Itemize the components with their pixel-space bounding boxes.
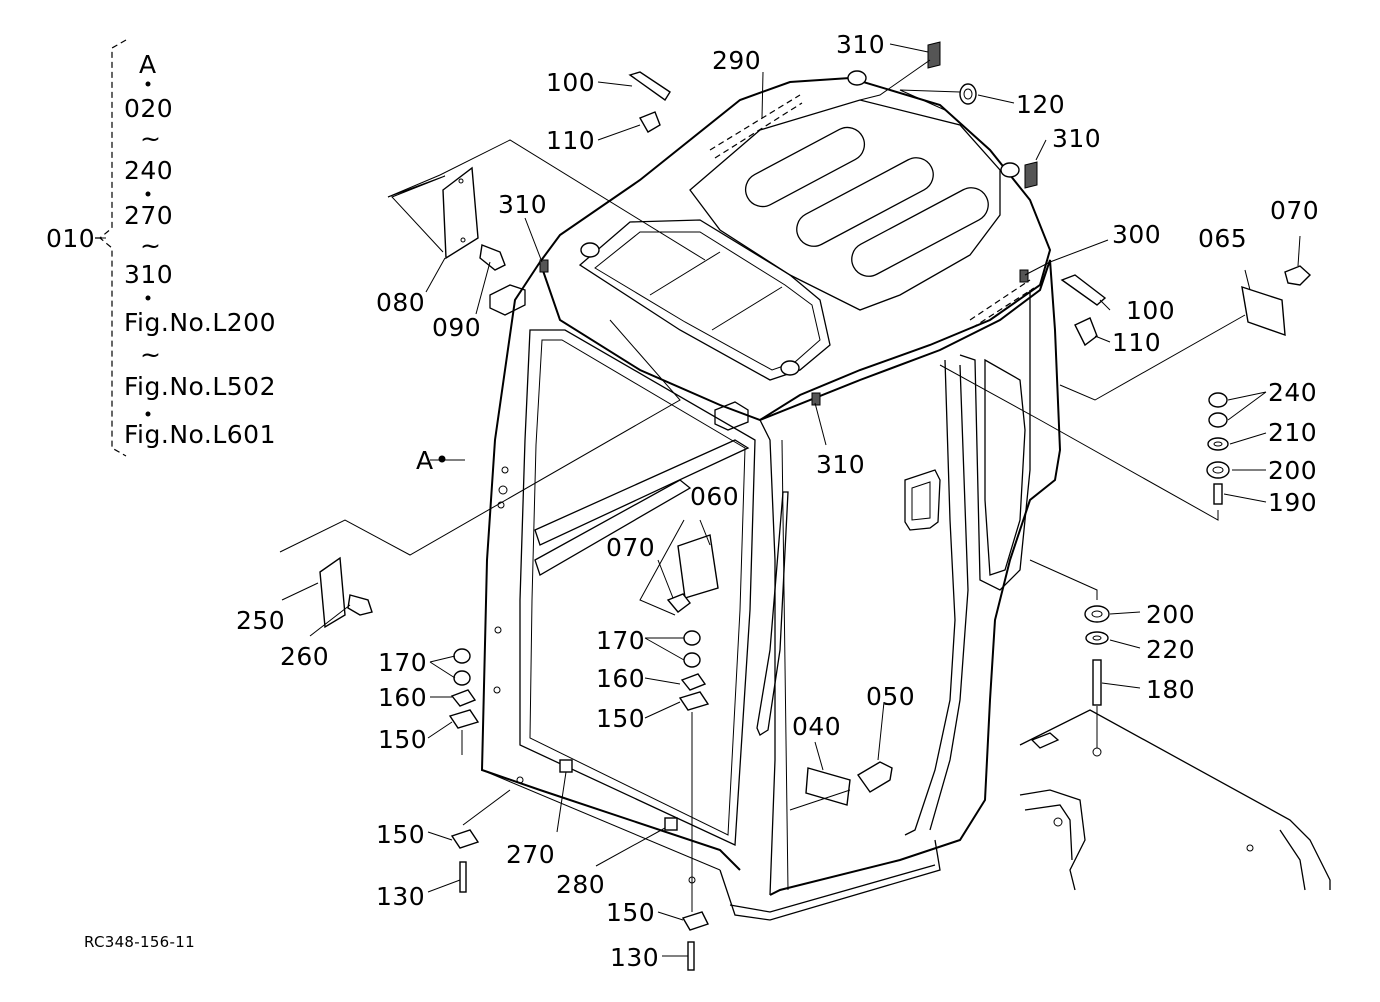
callout-040: 040 — [792, 712, 842, 741]
group-item-fig-l502: Fig.No.L502 — [124, 372, 276, 401]
callout-240: 240 — [1268, 378, 1318, 407]
callout-110-right: 110 — [1112, 328, 1162, 357]
callout-280: 280 — [556, 870, 606, 899]
cab-body — [480, 70, 1062, 921]
group-main-number: 010 — [46, 224, 96, 253]
callout-170-center: 170 — [596, 626, 646, 655]
group-item-240: 240 — [124, 156, 174, 185]
group-item-tilde-2: ~ — [140, 231, 162, 260]
drawing-code: RC348-156-11 — [84, 933, 195, 951]
callout-210: 210 — [1268, 418, 1318, 447]
callout-070-right: 070 — [1270, 196, 1320, 225]
callout-200-upper: 200 — [1268, 456, 1318, 485]
callout-310-left: 310 — [498, 190, 548, 219]
callout-180: 180 — [1146, 675, 1196, 704]
callout-120: 120 — [1016, 90, 1066, 119]
callout-100-top: 100 — [546, 68, 596, 97]
callout-250: 250 — [236, 606, 286, 635]
group-item-310: 310 — [124, 260, 174, 289]
callout-310-front: 310 — [816, 450, 866, 479]
callout-150-bottom-center: 150 — [606, 898, 656, 927]
callout-220: 220 — [1146, 635, 1196, 664]
group-item-fig-l200: Fig.No.L200 — [124, 308, 276, 337]
callout-150-left: 150 — [378, 725, 428, 754]
callout-130-center: 130 — [610, 943, 660, 972]
callout-270: 270 — [506, 840, 556, 869]
callout-080: 080 — [376, 288, 426, 317]
callout-310-right: 310 — [1052, 124, 1102, 153]
group-item-tilde-1: ~ — [140, 124, 162, 153]
callout-200-lower: 200 — [1146, 600, 1196, 629]
callout-110-top: 110 — [546, 126, 596, 155]
group-item-020: 020 — [124, 94, 174, 123]
callout-060: 060 — [690, 482, 740, 511]
callout-160-left: 160 — [378, 683, 428, 712]
callout-310-top: 310 — [836, 30, 886, 59]
callout-300: 300 — [1112, 220, 1162, 249]
callout-160-center: 160 — [596, 664, 646, 693]
callout-190: 190 — [1268, 488, 1318, 517]
group-item-tilde-3: ~ — [140, 340, 162, 369]
callout-290: 290 — [712, 46, 762, 75]
machine-frame — [1019, 709, 1331, 891]
callout-090: 090 — [432, 313, 482, 342]
leader-lines — [95, 43, 1301, 957]
callout-070-center: 070 — [606, 533, 656, 562]
callout-100-right: 100 — [1126, 296, 1176, 325]
callout-260: 260 — [280, 642, 330, 671]
callout-170-left: 170 — [378, 648, 428, 677]
group-item-fig-l601: Fig.No.L601 — [124, 420, 276, 449]
callout-130-left: 130 — [376, 882, 426, 911]
loose-parts — [319, 41, 1312, 971]
view-marker-dot — [438, 455, 446, 463]
group-item-a: A — [139, 50, 157, 79]
callout-065: 065 — [1198, 224, 1248, 253]
callout-150-bottom-left: 150 — [376, 820, 426, 849]
callout-050: 050 — [866, 682, 916, 711]
view-marker-label: A — [416, 446, 434, 475]
group-item-270: 270 — [124, 201, 174, 230]
callout-150-center: 150 — [596, 704, 646, 733]
